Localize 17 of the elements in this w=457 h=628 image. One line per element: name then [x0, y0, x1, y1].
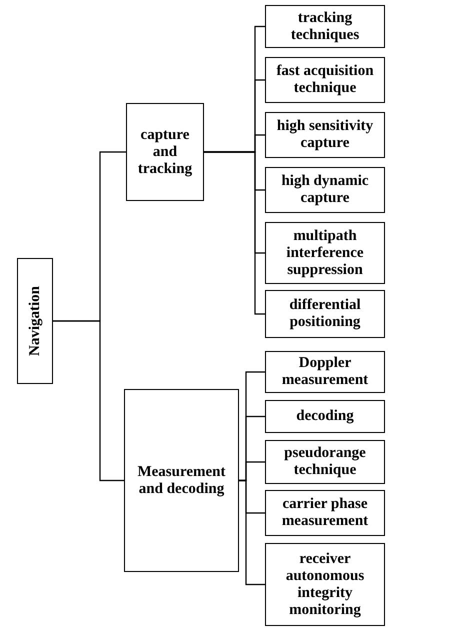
- text-box: carrier phase measurement: [265, 490, 385, 536]
- connector-line: [239, 480, 265, 586]
- text-box: high sensitivity capture: [265, 112, 385, 158]
- text-box: differential positioning: [265, 290, 385, 338]
- text-box: Navigation: [17, 258, 53, 384]
- connector-line: [204, 151, 265, 315]
- text-box: fast acquisition technique: [265, 57, 385, 103]
- text-box: tracking techniques: [265, 5, 385, 48]
- text-box: pseudorange technique: [265, 440, 385, 484]
- text-box: receiver autonomous integrity monitoring: [265, 543, 385, 626]
- text-box: Measurement and decoding: [124, 389, 239, 572]
- text-box: high dynamic capture: [265, 167, 385, 213]
- text-box: capture and tracking: [126, 103, 204, 201]
- text-box: multipath interference suppression: [265, 222, 385, 284]
- text-box: decoding: [265, 400, 385, 433]
- text-box: Doppler measurement: [265, 351, 385, 393]
- connector-line: [53, 320, 124, 482]
